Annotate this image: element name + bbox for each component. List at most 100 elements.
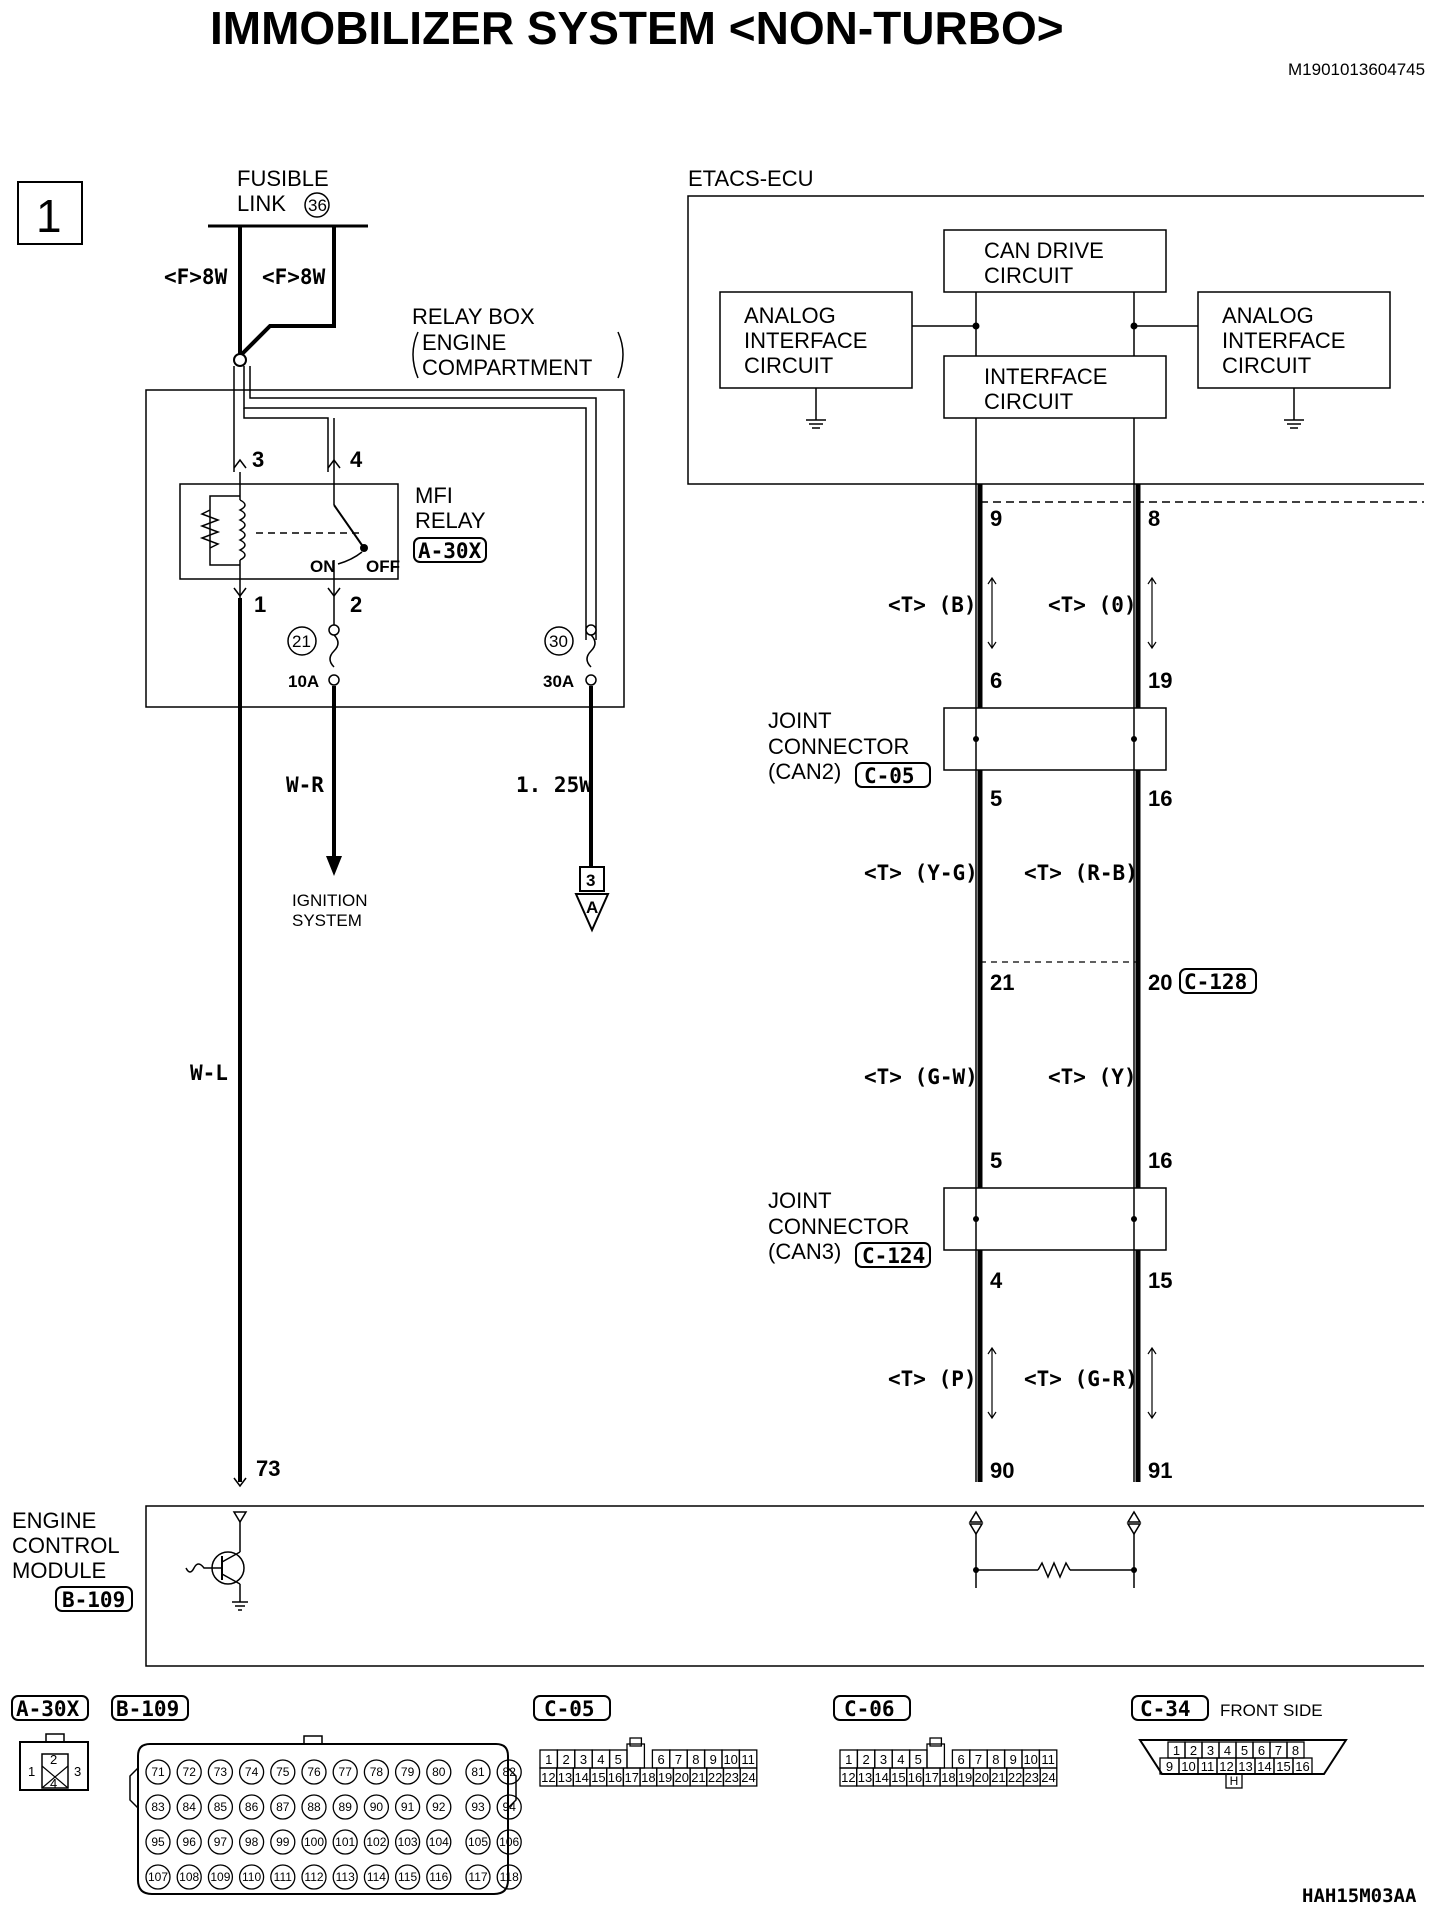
b109-pin-number: 81 <box>471 1765 485 1779</box>
page-marker: 1 <box>36 190 62 242</box>
fuse-wire-right: <F>8W <box>262 265 326 289</box>
a30x-label-box <box>11 1695 89 1721</box>
c05-pin-number: 12 <box>541 1770 555 1785</box>
fuse-21-icon <box>329 634 339 668</box>
c05-label-box <box>533 1695 611 1721</box>
c34-pin-number: 9 <box>1166 1759 1173 1774</box>
page-title: IMMOBILIZER SYSTEM <NON-TURBO> <box>210 2 1064 54</box>
relay-box-bracket-right <box>617 331 624 379</box>
jc2-connector: C-05 <box>864 764 915 788</box>
b109-pin <box>426 1759 452 1785</box>
b109-pin-number: 91 <box>401 1800 415 1814</box>
b109-pin-number: 103 <box>398 1835 418 1849</box>
can-drive-circuit-box <box>943 229 1167 293</box>
ecm-label-3: MODULE <box>12 1558 106 1583</box>
b109-latch <box>303 1735 323 1745</box>
c06-pin-number: 10 <box>1023 1752 1037 1767</box>
seg1-left-double-arrow <box>987 576 997 650</box>
seg1-right-double-arrow <box>1147 576 1157 650</box>
a30x-label: A-30X <box>16 1697 80 1721</box>
relay-feed-30b <box>249 366 597 640</box>
jc3-pin-5: 5 <box>990 1148 1002 1173</box>
b109-pin <box>465 1794 491 1820</box>
c06-pin-number: 3 <box>880 1752 887 1767</box>
b109-pin <box>426 1864 452 1890</box>
etacs-label: ETACS-ECU <box>688 166 814 191</box>
interface-label-2: CIRCUIT <box>984 389 1073 414</box>
c06-key-slot <box>926 1743 946 1769</box>
ecm-connector-box <box>55 1586 133 1612</box>
c05-pin-number: 23 <box>725 1770 739 1785</box>
offpage-number: 3 <box>586 871 595 890</box>
offpage-box <box>579 866 605 892</box>
jc3-label: JOINT <box>768 1188 832 1213</box>
b109-pin <box>363 1794 390 1820</box>
b109-pin <box>176 1794 202 1820</box>
c34-pin-number: 5 <box>1241 1743 1248 1758</box>
fuse-30-bottom <box>585 674 597 686</box>
b109-pin <box>238 1864 265 1890</box>
relay-off-label: OFF <box>366 557 400 576</box>
b109-pin-number: 77 <box>339 1765 353 1779</box>
c05-pin-number: 14 <box>574 1770 588 1785</box>
analog-right-label-2: INTERFACE <box>1222 328 1345 353</box>
interface-label: INTERFACE <box>984 364 1107 389</box>
c34-key <box>1225 1773 1243 1789</box>
b109-pin-number: 90 <box>370 1800 384 1814</box>
b109-pin-number: 116 <box>429 1870 448 1884</box>
c06-pin-number: 19 <box>958 1770 972 1785</box>
a30x-latch <box>45 1733 65 1743</box>
fusible-link-label: FUSIBLE <box>237 166 329 191</box>
transistor-ground-icon <box>232 1601 248 1611</box>
jc3-label-2: CONNECTOR <box>768 1214 909 1239</box>
can-seg2-right-label: <T> (R-B) <box>1024 861 1138 885</box>
c06-pin-number: 15 <box>891 1770 905 1785</box>
c34-connector-icon <box>1138 1739 1348 1775</box>
can-seg3-right-label: <T> (Y) <box>1048 1065 1137 1089</box>
b109-pin <box>394 1864 421 1890</box>
can-terminator-resistor-icon <box>1037 1561 1071 1579</box>
c05-pin-number: 6 <box>657 1752 664 1767</box>
relay-feed-4 <box>243 408 329 472</box>
b109-pin-number: 84 <box>183 1800 197 1814</box>
jc2-pin-19: 19 <box>1148 668 1172 693</box>
joint-connector-can3 <box>943 1187 1167 1251</box>
b109-pin-number: 83 <box>151 1800 165 1814</box>
b109-pin <box>332 1829 358 1855</box>
relay-resistor-icon <box>199 509 221 549</box>
b109-pin <box>176 1864 202 1890</box>
jc2-pin-16: 16 <box>1148 786 1172 811</box>
b109-pin-number: 117 <box>468 1870 487 1884</box>
relay-coil-icon <box>238 499 246 561</box>
c05-pin <box>739 1767 758 1787</box>
b109-pin <box>270 1864 296 1890</box>
relay-pin-3: 3 <box>252 447 264 472</box>
b109-pin <box>270 1829 296 1855</box>
b109-pin <box>207 1759 234 1785</box>
b109-pin-number: 109 <box>210 1870 230 1884</box>
relay-feed-30 <box>243 394 587 640</box>
b109-pin <box>207 1864 234 1890</box>
b109-pin <box>465 1864 491 1890</box>
etacs-pin-9: 9 <box>990 506 1002 531</box>
relay-pin-1: 1 <box>254 592 266 617</box>
arrow-pin-3 <box>233 458 247 469</box>
relay-on-label: ON <box>310 557 336 576</box>
seg4-right-double-arrow <box>1147 1346 1157 1420</box>
c34-pin-number: 1 <box>1173 1743 1180 1758</box>
analog-left-label: ANALOG <box>744 303 836 328</box>
relay-resistor-loop <box>209 495 240 566</box>
mfi-relay-label: MFI <box>415 483 453 508</box>
c06-pin-number: 22 <box>1008 1770 1022 1785</box>
joint-connector-can2 <box>943 707 1167 771</box>
b109-pin-number: 104 <box>429 1835 449 1849</box>
c34-pin-number: 12 <box>1219 1759 1233 1774</box>
wire-125w-label: 1. 25W <box>516 773 592 797</box>
b109-pin-number: 110 <box>242 1870 261 1884</box>
b109-pin <box>145 1864 171 1890</box>
analog-left-label-2: INTERFACE <box>744 328 867 353</box>
c05-pin-number: 13 <box>558 1770 572 1785</box>
relay-switch-arm <box>333 504 365 549</box>
c06-pin-number: 14 <box>874 1770 888 1785</box>
jc2-label-2: CONNECTOR <box>768 734 909 759</box>
